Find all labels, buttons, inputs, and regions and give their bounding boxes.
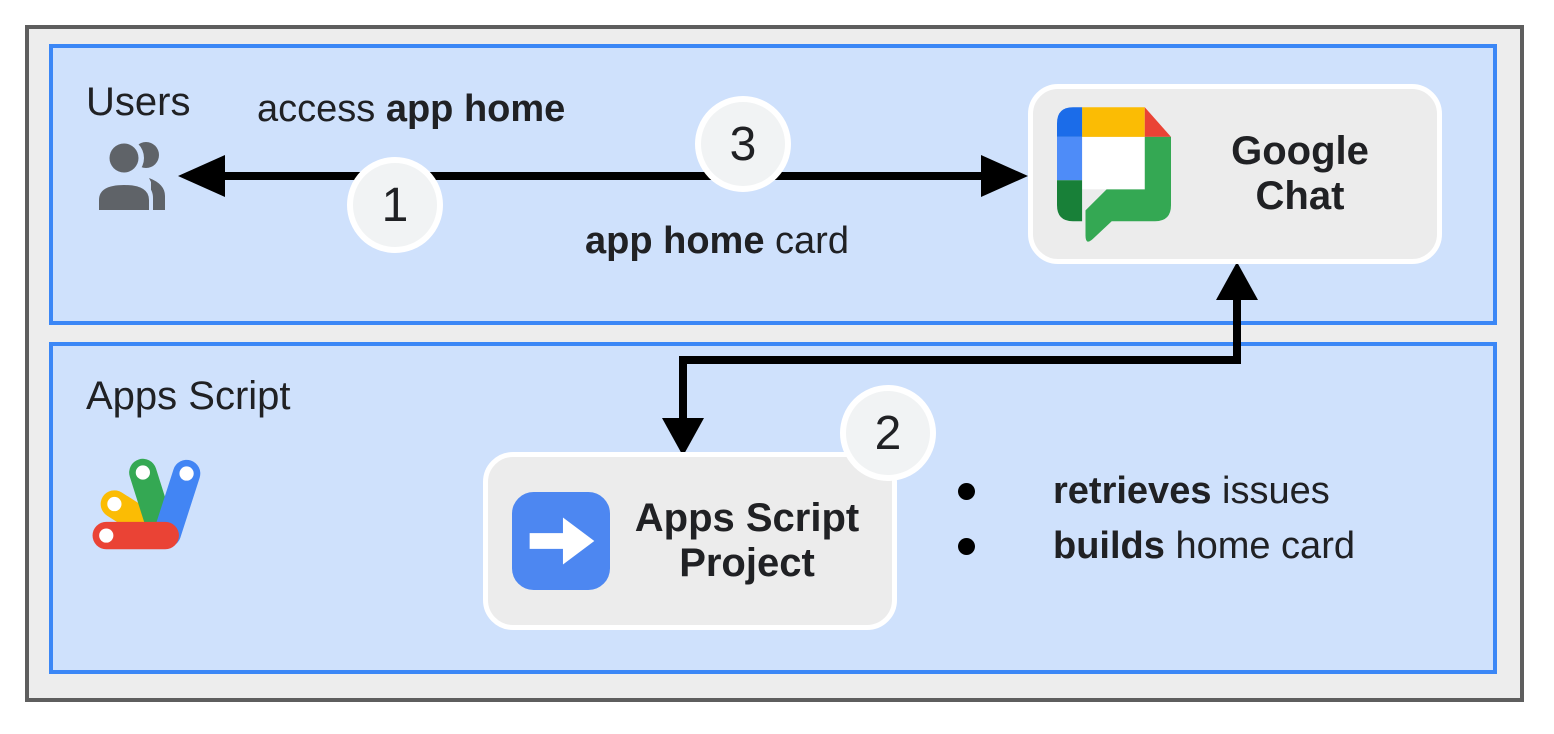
apps-script-project-icon <box>512 492 610 590</box>
access-label-bold: app home <box>385 88 566 130</box>
bullet-1-bold: retrieves <box>1053 470 1212 512</box>
chat-project-elbow-arrow <box>662 262 1258 456</box>
apps-script-icon <box>92 458 201 550</box>
list-item: builds home card <box>958 519 1355 574</box>
google-chat-label: Google Chat <box>1171 129 1429 219</box>
apps-script-project-label-line1: Apps Script <box>634 496 860 541</box>
step-badge-3: 3 <box>695 96 791 192</box>
access-label-normal: access <box>257 88 386 130</box>
bullet-text-1: retrieves issues <box>1053 470 1330 513</box>
bullet-icon <box>958 538 975 555</box>
users-chat-double-arrow <box>178 155 1028 197</box>
google-chat-label-line1: Google <box>1231 129 1369 174</box>
bullet-icon <box>958 483 975 500</box>
list-item: retrieves issues <box>958 464 1355 519</box>
bullet-text-2: builds home card <box>1053 525 1355 568</box>
users-band-label: Users <box>86 80 191 124</box>
users-icon <box>95 138 165 214</box>
step-badge-1: 1 <box>347 157 443 253</box>
google-chat-box: Google Chat <box>1028 84 1442 264</box>
apps-script-project-label-line2: Project <box>679 541 815 585</box>
bullet-2-normal: home card <box>1164 525 1355 567</box>
apps-script-project-box: Apps Script Project <box>483 452 897 630</box>
access-app-home-label: access app home <box>257 88 565 131</box>
apps-script-project-label: Apps Script Project <box>610 496 884 586</box>
bullet-1-normal: issues <box>1211 470 1330 512</box>
apps-script-band-label: Apps Script <box>86 374 291 418</box>
app-home-card-label: app home card <box>585 220 849 263</box>
google-chat-label-line2: Chat <box>1255 174 1345 218</box>
project-actions-list: retrieves issues builds home card <box>958 464 1355 574</box>
card-label-bold: app home <box>585 220 765 262</box>
card-label-normal: card <box>764 220 849 262</box>
google-chat-icon <box>1057 106 1171 242</box>
bullet-2-bold: builds <box>1053 525 1165 567</box>
step-badge-2: 2 <box>840 385 936 481</box>
